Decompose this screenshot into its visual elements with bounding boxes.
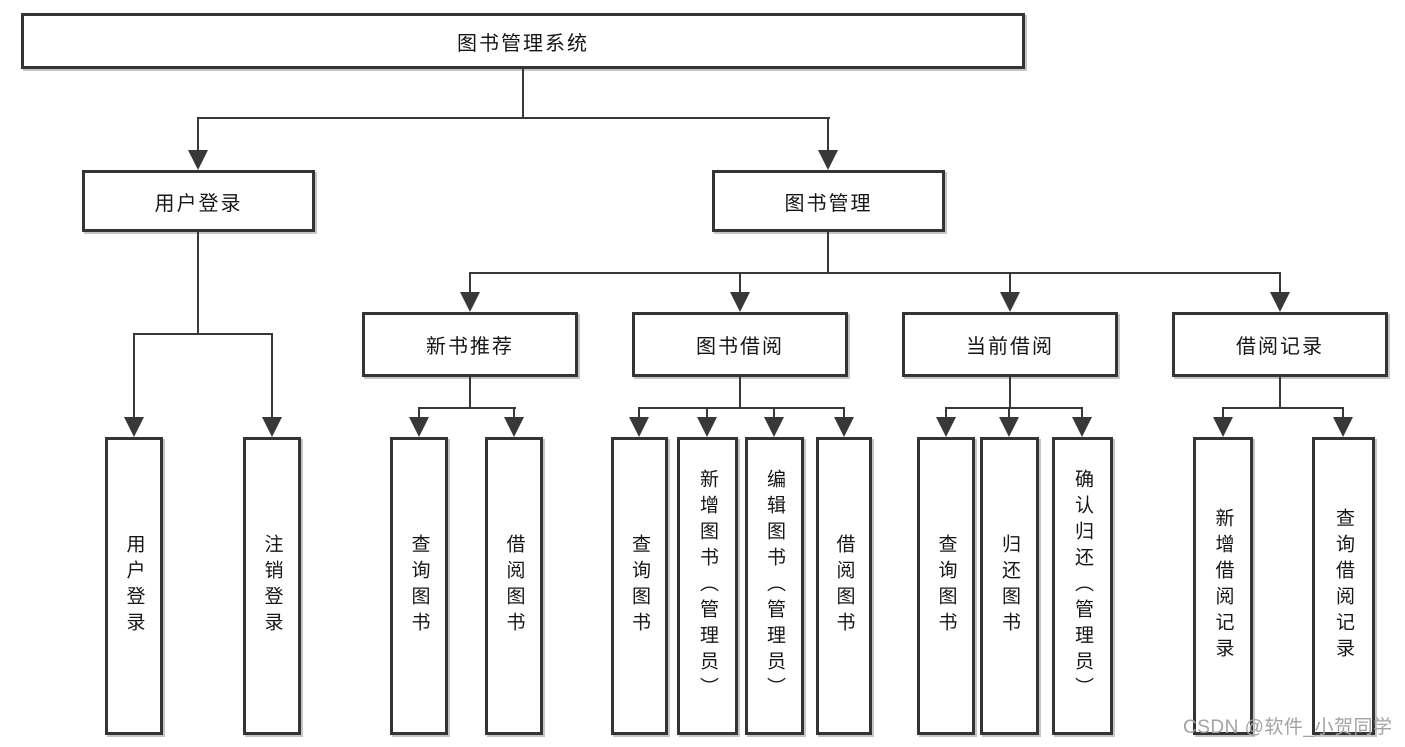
leaf-borrow-books-borrow: 借阅图书 [816,437,872,735]
arrow-down-icon [409,417,429,437]
arrow-down-icon [1333,417,1353,437]
connector-current-drop-3 [1081,407,1083,419]
connector-records-drop-2 [1342,407,1344,419]
node-new-book-recommend: 新书推荐 [362,312,578,377]
connector-userlogin-rail [133,333,273,335]
connector-current-drop-1 [945,407,947,419]
connector-recommend-drop-2 [513,407,515,419]
arrow-down-icon [629,417,649,437]
arrow-down-icon [730,292,750,312]
leaf-query-books-recommend-label: 查询图书 [408,534,430,638]
leaf-return-book-label: 归还图书 [999,534,1020,638]
leaf-edit-book-admin-label: 编辑图书（管理员） [764,469,785,703]
node-current-borrow-label: 当前借阅 [966,336,1054,358]
connector-bookmgmt-drop-3 [1009,272,1011,296]
leaf-query-books-current-label: 查询图书 [935,534,957,638]
arrow-down-icon [1072,417,1092,437]
leaf-add-book-admin-label: 新增图书（管理员） [697,469,718,703]
connector-borrow-stem [739,377,741,409]
arrow-down-icon [936,417,956,437]
connector-current-drop-2 [1008,407,1010,419]
connector-root-rail [197,117,830,119]
leaf-user-login: 用户登录 [105,437,163,735]
connector-userlogin-drop-2 [271,333,273,419]
node-book-management: 图书管理 [712,170,945,232]
leaf-confirm-return-admin: 确认归还（管理员） [1052,437,1113,735]
leaf-borrow-books-recommend: 借阅图书 [485,437,543,735]
leaf-return-book: 归还图书 [980,437,1039,735]
node-borrow-records: 借阅记录 [1172,312,1388,377]
connector-recommend-drop-1 [418,407,420,419]
connector-bookmgmt-drop-4 [1279,272,1281,296]
arrow-down-icon [504,417,524,437]
arrow-down-icon [1213,417,1233,437]
arrow-down-icon [697,417,717,437]
leaf-borrow-books-recommend-label: 借阅图书 [503,534,525,638]
connector-recommend-stem [469,377,471,409]
arrow-down-icon [460,292,480,312]
csdn-watermark: CSDN @软件_小贺同学 [1183,717,1393,738]
node-book-borrow: 图书借阅 [632,312,848,377]
node-current-borrow: 当前借阅 [902,312,1118,377]
connector-borrow-drop-4 [843,407,845,419]
leaf-confirm-return-admin-label: 确认归还（管理员） [1072,469,1093,703]
arrow-down-icon [262,417,282,437]
leaf-query-books-recommend: 查询图书 [390,437,448,735]
leaf-query-books-current: 查询图书 [917,437,975,735]
leaf-query-books-borrow: 查询图书 [611,437,668,735]
arrow-down-icon [1270,292,1290,312]
node-user-login: 用户登录 [82,170,315,232]
connector-records-drop-1 [1222,407,1224,419]
leaf-add-borrow-record-label: 新增借阅记录 [1212,508,1234,664]
connector-userlogin-drop-1 [133,333,135,419]
connector-userlogin-stem [197,232,199,335]
arrow-down-icon [1000,292,1020,312]
connector-current-rail [945,407,1083,409]
node-new-book-recommend-label: 新书推荐 [426,336,514,358]
leaf-query-borrow-record-label: 查询借阅记录 [1333,508,1354,664]
connector-bookmgmt-stem [827,232,829,274]
node-root-label: 图书管理系统 [457,32,589,55]
node-root: 图书管理系统 [21,13,1025,69]
connector-root-drop-right [827,117,829,152]
leaf-query-books-borrow-label: 查询图书 [629,534,650,638]
arrow-down-icon [188,150,208,170]
leaf-add-book-admin: 新增图书（管理员） [677,437,738,735]
node-book-management-label: 图书管理 [784,192,873,215]
node-book-borrow-label: 图书借阅 [696,336,784,358]
arrow-down-icon [764,417,784,437]
arrow-down-icon [818,150,838,170]
connector-root-stem [522,69,524,119]
arrow-down-icon [834,417,854,437]
leaf-edit-book-admin: 编辑图书（管理员） [745,437,804,735]
leaf-logout-label: 注销登录 [261,534,283,638]
connector-bookmgmt-rail [469,272,1281,274]
connector-root-drop-left [197,117,199,152]
node-borrow-records-label: 借阅记录 [1236,336,1324,358]
connector-bookmgmt-drop-1 [469,272,471,296]
leaf-add-borrow-record: 新增借阅记录 [1193,437,1253,735]
connector-recommend-rail [418,407,516,409]
connector-borrow-rail [638,407,845,409]
leaf-user-login-label: 用户登录 [123,534,145,638]
connector-current-stem [1009,377,1011,409]
connector-borrow-drop-1 [638,407,640,419]
connector-records-stem [1279,377,1281,409]
connector-bookmgmt-drop-2 [739,272,741,296]
arrow-down-icon [124,417,144,437]
connector-borrow-drop-2 [706,407,708,419]
leaf-borrow-books-borrow-label: 借阅图书 [833,534,855,638]
connector-borrow-drop-3 [773,407,775,419]
connector-records-rail [1222,407,1344,409]
node-user-login-label: 用户登录 [154,192,243,215]
arrow-down-icon [999,417,1019,437]
leaf-logout: 注销登录 [243,437,301,735]
leaf-query-borrow-record: 查询借阅记录 [1312,437,1375,735]
